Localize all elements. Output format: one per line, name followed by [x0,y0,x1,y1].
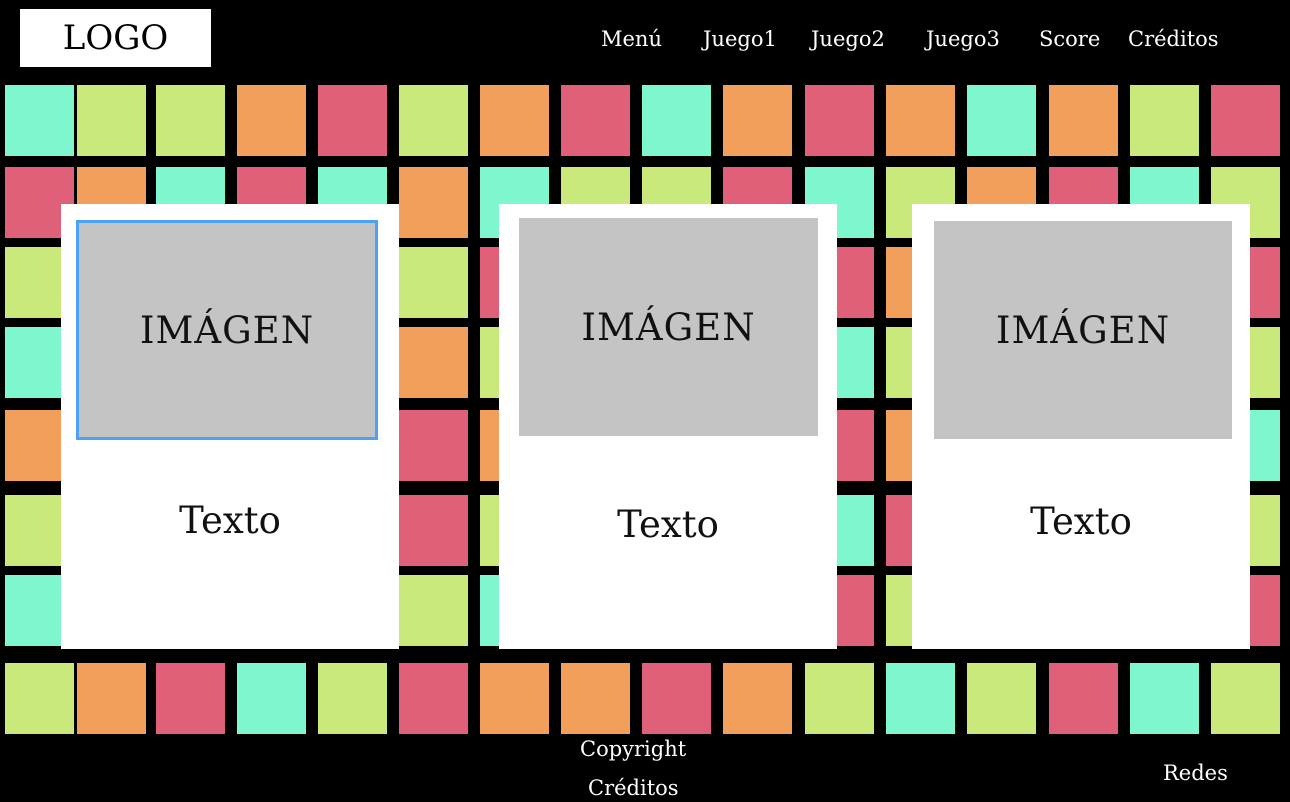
grid-tile [399,167,468,238]
grid-tile [967,85,1036,156]
grid-tile [237,663,306,734]
grid-tile [1130,663,1199,734]
grid-tile [77,85,146,156]
grid-tile [399,247,468,318]
card-image-placeholder[interactable]: IMÁGEN [934,221,1232,439]
card-text: Texto [617,503,719,546]
nav-item-menu[interactable]: Menú [601,27,662,51]
nav-bar: Menú Juego1 Juego2 Juego3 Score Créditos [0,22,1290,56]
grid-tile [480,663,549,734]
footer-copyright: Copyright [580,737,687,761]
nav-item-juego3[interactable]: Juego3 [926,27,1000,51]
grid-tile [399,495,468,566]
nav-item-juego1[interactable]: Juego1 [703,27,777,51]
grid-tile [642,663,711,734]
header: LOGO Menú Juego1 Juego2 Juego3 Score Cré… [0,0,1290,84]
grid-tile [886,85,955,156]
grid-tile [5,85,74,156]
grid-tile [480,85,549,156]
grid-tile [561,663,630,734]
grid-tile [642,85,711,156]
card-text: Texto [179,499,281,542]
grid-tile [723,663,792,734]
card-3[interactable]: IMÁGEN Texto [912,204,1250,649]
grid-tile [318,663,387,734]
grid-tile [805,85,874,156]
grid-tile [1049,663,1118,734]
footer-credits-link[interactable]: Créditos [588,776,679,800]
grid-tile [886,663,955,734]
card-image-placeholder[interactable]: IMÁGEN [76,220,378,440]
grid-tile [1211,85,1280,156]
grid-tile [156,85,225,156]
card-text: Texto [1030,500,1132,543]
grid-tile [399,85,468,156]
nav-item-juego2[interactable]: Juego2 [811,27,885,51]
card-image-placeholder[interactable]: IMÁGEN [519,218,818,436]
footer-social-link[interactable]: Redes [1163,761,1228,785]
card-2[interactable]: IMÁGEN Texto [499,204,837,649]
nav-item-creditos[interactable]: Créditos [1128,27,1219,51]
grid-tile [805,663,874,734]
grid-tile [399,410,468,481]
grid-tile [1211,663,1280,734]
grid-tile [5,663,74,734]
grid-tile [77,663,146,734]
grid-tile [967,663,1036,734]
grid-tile [237,85,306,156]
grid-tile [1049,85,1118,156]
grid-tile [723,85,792,156]
grid-tile [318,85,387,156]
grid-tile [399,663,468,734]
grid-tile [399,327,468,398]
grid-tile [561,85,630,156]
card-1[interactable]: IMÁGEN Texto [61,204,399,649]
grid-tile [1130,85,1199,156]
logo[interactable]: LOGO [20,9,211,67]
nav-item-score[interactable]: Score [1039,27,1101,51]
grid-tile [156,663,225,734]
grid-tile [399,575,468,646]
